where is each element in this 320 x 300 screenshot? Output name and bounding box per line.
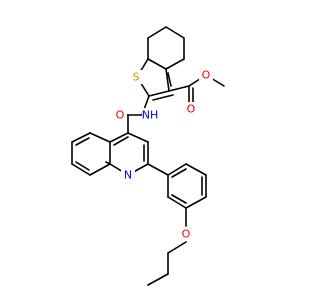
bond: [165, 58, 185, 70]
bond: [147, 273, 169, 286]
bond: [105, 161, 111, 165]
bond: [165, 68, 170, 92]
bond: [148, 90, 170, 97]
sulfur-atom-label: S: [133, 71, 140, 84]
bond: [89, 163, 111, 176]
bond: [185, 196, 207, 209]
bond: [71, 132, 91, 143]
molecule-structure-diagram: S NH O O O N O: [71, 26, 225, 286]
bond: [168, 85, 190, 92]
amide-oxygen-label: O: [116, 109, 125, 122]
atom-labels: S NH O O O N O: [113, 68, 213, 241]
bond: [109, 132, 129, 143]
bond: [165, 26, 185, 39]
bond: [147, 58, 167, 70]
bond: [171, 194, 187, 204]
bond: [167, 241, 187, 254]
bond: [167, 196, 187, 209]
ether-oxygen-label: O: [182, 228, 191, 241]
bond: [167, 72, 172, 87]
bond: [167, 163, 187, 176]
bond: [171, 168, 187, 178]
bond-network: [71, 26, 225, 286]
bond: [185, 163, 207, 176]
ester-oxygen-label: O: [202, 69, 211, 82]
quinoline-nitrogen-label: N: [124, 169, 132, 182]
bond: [147, 163, 169, 176]
ester-carbonyl-oxygen-label: O: [187, 103, 196, 116]
bond: [89, 132, 111, 143]
bond: [152, 94, 174, 101]
bond: [147, 26, 167, 39]
nh-atom-label: NH: [142, 109, 159, 122]
bond: [127, 132, 149, 143]
bond: [71, 163, 91, 176]
bond: [75, 161, 90, 171]
bond: [75, 137, 90, 146]
bond: [113, 136, 129, 146]
